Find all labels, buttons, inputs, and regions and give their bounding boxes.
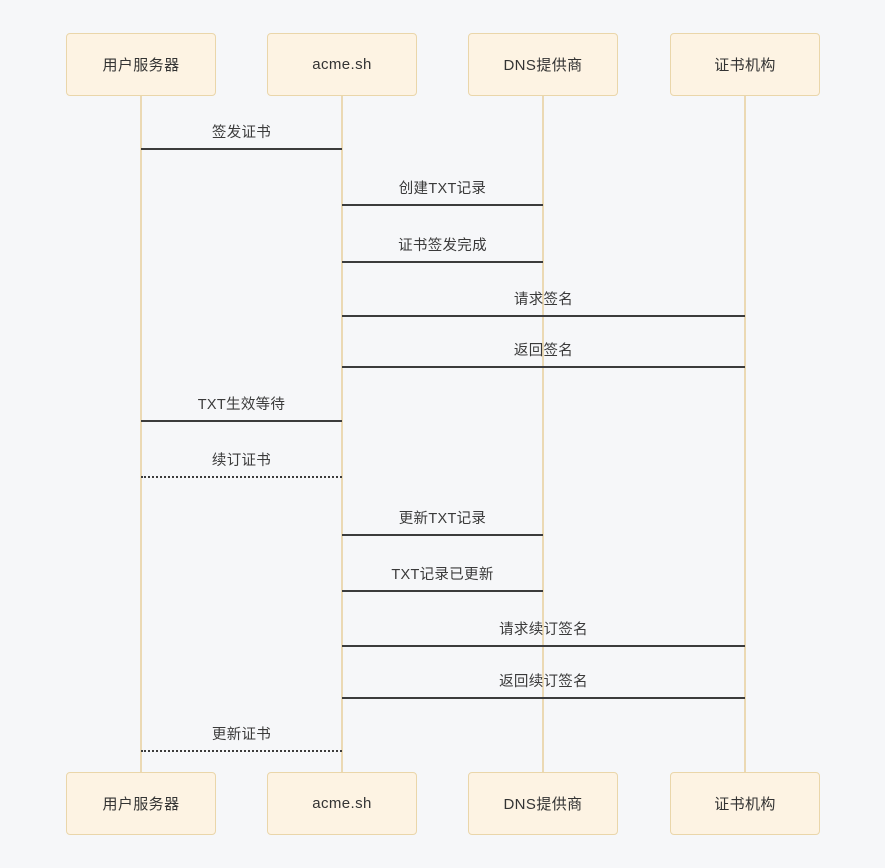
message-line: [141, 750, 342, 752]
participant-label: 证书机构: [714, 57, 776, 74]
participant-label: DNS提供商: [503, 57, 583, 74]
message-label: 返回签名: [513, 343, 574, 359]
message-label: 更新TXT记录: [398, 511, 487, 527]
message-label: TXT记录已更新: [391, 567, 494, 583]
message-label: 更新证书: [211, 727, 272, 743]
participant-label: 用户服务器: [102, 796, 180, 813]
message-line: [342, 697, 745, 699]
message-line: [342, 315, 745, 317]
participant-top-acme-sh[interactable]: acme.sh: [267, 33, 417, 96]
participant-top-certificate-authority[interactable]: 证书机构: [670, 33, 820, 96]
participant-top-dns-provider[interactable]: DNS提供商: [468, 33, 618, 96]
lifeline-dns-provider: [542, 96, 544, 772]
message-line: [342, 590, 543, 592]
message-line: [342, 204, 543, 206]
message-label: 创建TXT记录: [398, 181, 487, 197]
participant-bottom-acme-sh[interactable]: acme.sh: [267, 772, 417, 835]
message-line: [342, 366, 745, 368]
participant-label: acme.sh: [312, 795, 372, 812]
message-line: [342, 645, 745, 647]
lifeline-certificate-authority: [744, 96, 746, 772]
message-label: 证书签发完成: [398, 238, 487, 254]
message-line: [141, 148, 342, 150]
participant-label: 证书机构: [714, 796, 776, 813]
message-line: [342, 261, 543, 263]
message-label: 请求签名: [513, 292, 574, 308]
participant-top-user-server[interactable]: 用户服务器: [66, 33, 216, 96]
message-line: [141, 420, 342, 422]
message-label: 签发证书: [211, 125, 272, 141]
message-line: [141, 476, 342, 478]
participant-label: 用户服务器: [102, 57, 180, 74]
participant-bottom-dns-provider[interactable]: DNS提供商: [468, 772, 618, 835]
message-label: 返回续订签名: [499, 674, 588, 690]
participant-label: acme.sh: [312, 56, 372, 73]
message-line: [342, 534, 543, 536]
lifeline-user-server: [140, 96, 142, 772]
message-label: 请求续订签名: [499, 622, 588, 638]
participant-label: DNS提供商: [503, 796, 583, 813]
message-label: TXT生效等待: [197, 397, 286, 413]
participant-bottom-certificate-authority[interactable]: 证书机构: [670, 772, 820, 835]
lifeline-acme-sh: [341, 96, 343, 772]
participant-bottom-user-server[interactable]: 用户服务器: [66, 772, 216, 835]
message-label: 续订证书: [211, 453, 272, 469]
